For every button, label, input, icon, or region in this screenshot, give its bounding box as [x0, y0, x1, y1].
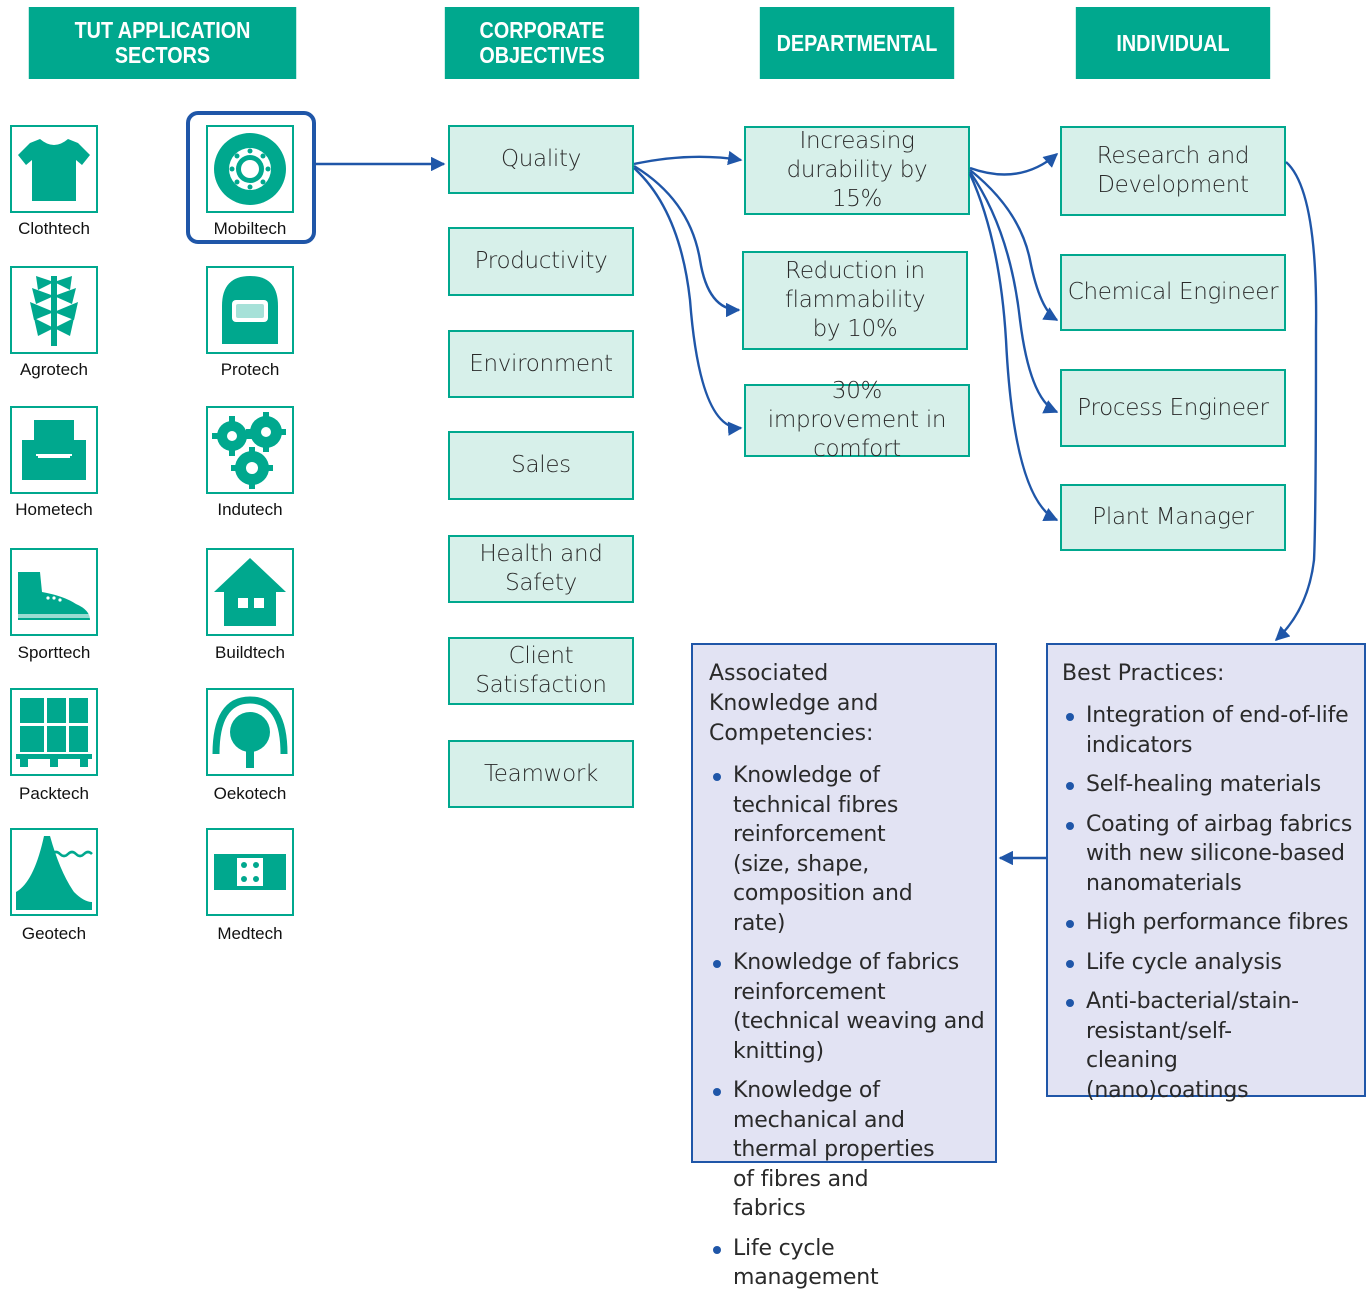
arrow-quality-to-comfort [633, 167, 743, 436]
sector-tile-medtech[interactable] [206, 828, 294, 916]
house-icon [214, 558, 286, 626]
sector-label-hometech: Hometech [15, 500, 93, 519]
sector-label-indutech: Indutech [217, 500, 283, 519]
header-departmental: DEPARTMENTAL [759, 7, 955, 79]
sector-label-protech: Protech [220, 360, 280, 379]
sector-tile-agrotech[interactable] [10, 266, 98, 354]
objective-environment[interactable]: Environment [448, 330, 634, 398]
arrow-quality-to-durability [633, 150, 743, 166]
header-sectors-line2: SECTORS [114, 42, 211, 68]
tree-icon [212, 696, 288, 768]
departmental-comfort[interactable]: 30% improvement in comfort [744, 378, 970, 462]
arrow-durability-to-chemical [969, 169, 1059, 322]
knowledge-item: Knowledge of technical fibres reinforcem… [709, 761, 985, 938]
sector-tile-indutech[interactable] [206, 406, 294, 494]
knowledge-item: Knowledge of fabrics reinforcement (tech… [709, 948, 985, 1066]
best-practices-title: Best Practices: [1062, 661, 1225, 686]
individual-research-development[interactable]: Research and Development [1060, 126, 1286, 216]
selected-sector-frame [186, 111, 316, 244]
header-departmental-label: DEPARTMENTAL [776, 29, 938, 56]
sector-tile-hometech[interactable] [10, 406, 98, 494]
best-practices-list: Integration of end-of-life indicators Se… [1062, 701, 1354, 1105]
practice-item: High performance fibres [1062, 908, 1354, 938]
sector-tile-clothtech[interactable] [10, 125, 98, 213]
sector-label-medtech: Medtech [217, 924, 283, 943]
sector-tile-geotech[interactable] [10, 828, 98, 916]
practice-item: Coating of airbag fabrics with new silic… [1062, 810, 1354, 899]
objective-teamwork[interactable]: Teamwork [448, 740, 634, 808]
plant-icon [30, 276, 78, 346]
individual-process-engineer[interactable]: Process Engineer [1060, 369, 1286, 447]
arrow-durability-to-research [969, 153, 1059, 176]
practice-item: Integration of end-of-life indicators [1062, 701, 1354, 760]
sector-label-packtech: Packtech [19, 784, 89, 803]
objective-productivity[interactable]: Productivity [448, 227, 634, 296]
helmet-icon [222, 276, 278, 344]
sector-tile-sporttech[interactable] [10, 548, 98, 636]
tshirt-icon [18, 139, 90, 201]
objective-sales[interactable]: Sales [448, 431, 634, 500]
header-individual: INDIVIDUAL [1075, 7, 1271, 79]
departmental-flammability[interactable]: Reduction in flammability by 10% [742, 251, 968, 350]
sector-tile-buildtech[interactable] [206, 548, 294, 636]
header-individual-label: INDIVIDUAL [1116, 29, 1230, 56]
sector-tile-protech[interactable] [206, 266, 294, 354]
arrow-quality-to-flammability [633, 164, 741, 318]
sector-label-agrotech: Agrotech [19, 360, 89, 379]
objective-health-and-safety[interactable]: Health and Safety [448, 535, 634, 603]
bandage-icon [214, 854, 286, 890]
practice-item: Self-healing materials [1062, 770, 1354, 800]
sector-label-sporttech: Sporttech [17, 643, 91, 662]
header-sectors-line1: TUT APPLICATION [74, 17, 251, 43]
sector-label-mobiltech: Mobiltech [213, 219, 287, 238]
practice-item: Anti-bacterial/stain-resistant/self-clea… [1062, 987, 1354, 1105]
knowledge-list: Knowledge of technical fibres reinforcem… [709, 761, 985, 1293]
sector-tile-oekotech[interactable] [206, 688, 294, 776]
knowledge-item: Knowledge of mechanical and thermal prop… [709, 1076, 985, 1224]
knowledge-panel: Associated Knowledge and Competencies: K… [691, 643, 997, 1290]
shoe-icon [18, 572, 90, 620]
sector-label-clothtech: Clothtech [18, 219, 90, 238]
sector-tile-mobiltech[interactable] [206, 125, 294, 213]
sector-label-geotech: Geotech [21, 924, 87, 943]
embankment-icon [16, 836, 93, 910]
wheel-icon [214, 133, 286, 205]
best-practices-panel: Best Practices: Integration of end-of-li… [1046, 643, 1366, 1103]
header-corporate-line1: CORPORATE [479, 17, 605, 43]
objective-quality[interactable]: Quality [448, 125, 634, 194]
practice-item: Life cycle analysis [1062, 948, 1354, 978]
arrow-durability-to-plant [968, 173, 1059, 522]
sector-label-buildtech: Buildtech [215, 643, 285, 662]
departmental-durability[interactable]: Increasing durability by 15% [744, 126, 970, 215]
sector-label-oekotech: Oekotech [213, 784, 287, 803]
armchair-icon [22, 420, 86, 480]
gears-icon [212, 412, 286, 489]
individual-plant-manager[interactable]: Plant Manager [1060, 484, 1286, 551]
knowledge-item: Life cycle management [709, 1234, 985, 1293]
objective-client-satisfaction[interactable]: Client Satisfaction [448, 637, 634, 705]
header-corporate-line2: OBJECTIVES [479, 42, 605, 68]
arrow-durability-to-process [969, 171, 1059, 414]
pallet-icon [16, 698, 92, 767]
knowledge-title: Associated Knowledge and Competencies: [709, 661, 879, 746]
sector-tile-packtech[interactable] [10, 688, 98, 776]
individual-chemical-engineer[interactable]: Chemical Engineer [1060, 254, 1286, 331]
